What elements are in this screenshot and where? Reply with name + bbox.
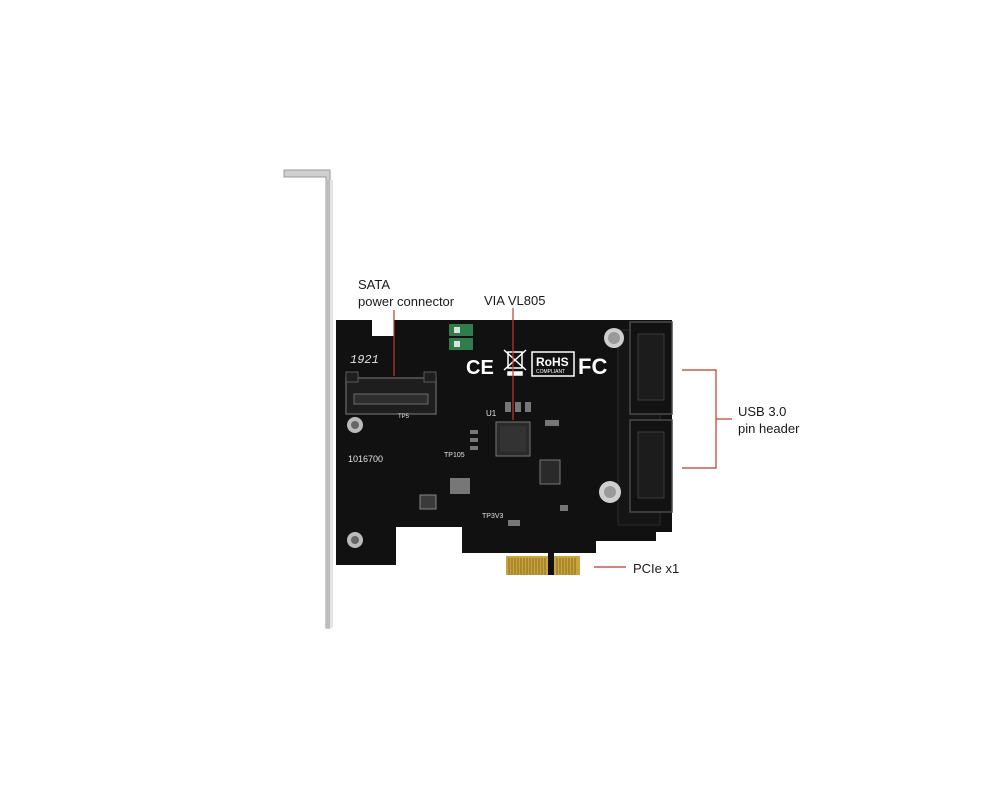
usb-header-top <box>629 321 673 415</box>
svg-text:RoHS: RoHS <box>536 355 569 369</box>
date-code: 1921 <box>350 353 379 367</box>
fuses <box>449 324 473 350</box>
mounting-hole-bottom <box>347 532 363 548</box>
capacitor-bottom <box>599 481 621 503</box>
usb-header-bottom <box>629 419 673 513</box>
ce-mark: CE <box>466 357 494 379</box>
callout-sata-line1: SATA <box>358 277 391 292</box>
rohs-badge: RoHS COMPLIANT <box>531 351 575 377</box>
capacitor-top <box>604 328 624 348</box>
callout-sata-power-connector: SATA power connector <box>358 276 454 310</box>
tp3v3-label: TP3V3 <box>482 513 504 520</box>
tp105-label: TP105 <box>444 452 465 459</box>
batch-number: 1016700 <box>348 454 383 464</box>
callout-sata-line2: power connector <box>358 294 455 309</box>
sata-power-connector <box>345 371 437 415</box>
mounting-bracket <box>283 169 333 629</box>
fcc-mark: FC <box>578 354 607 379</box>
svg-text:COMPLIANT: COMPLIANT <box>536 369 565 375</box>
controller-chip <box>495 421 531 457</box>
callout-lines <box>393 308 732 568</box>
pcie-gold-fingers <box>506 556 580 575</box>
tp5-label: TP5 <box>398 414 410 420</box>
mounting-hole-top <box>347 417 363 433</box>
u1-label: U1 <box>486 409 497 418</box>
callout-controller: VIA VL805 <box>484 293 546 308</box>
small-components <box>419 402 568 526</box>
callout-usb-pin-header: USB 3.0 pin header <box>738 403 799 437</box>
callout-pcie: PCIe x1 <box>633 561 680 576</box>
weee-bin-icon <box>503 349 527 376</box>
callout-usb-line1: USB 3.0 <box>738 404 787 419</box>
callout-usb-line2: pin header <box>738 421 800 436</box>
